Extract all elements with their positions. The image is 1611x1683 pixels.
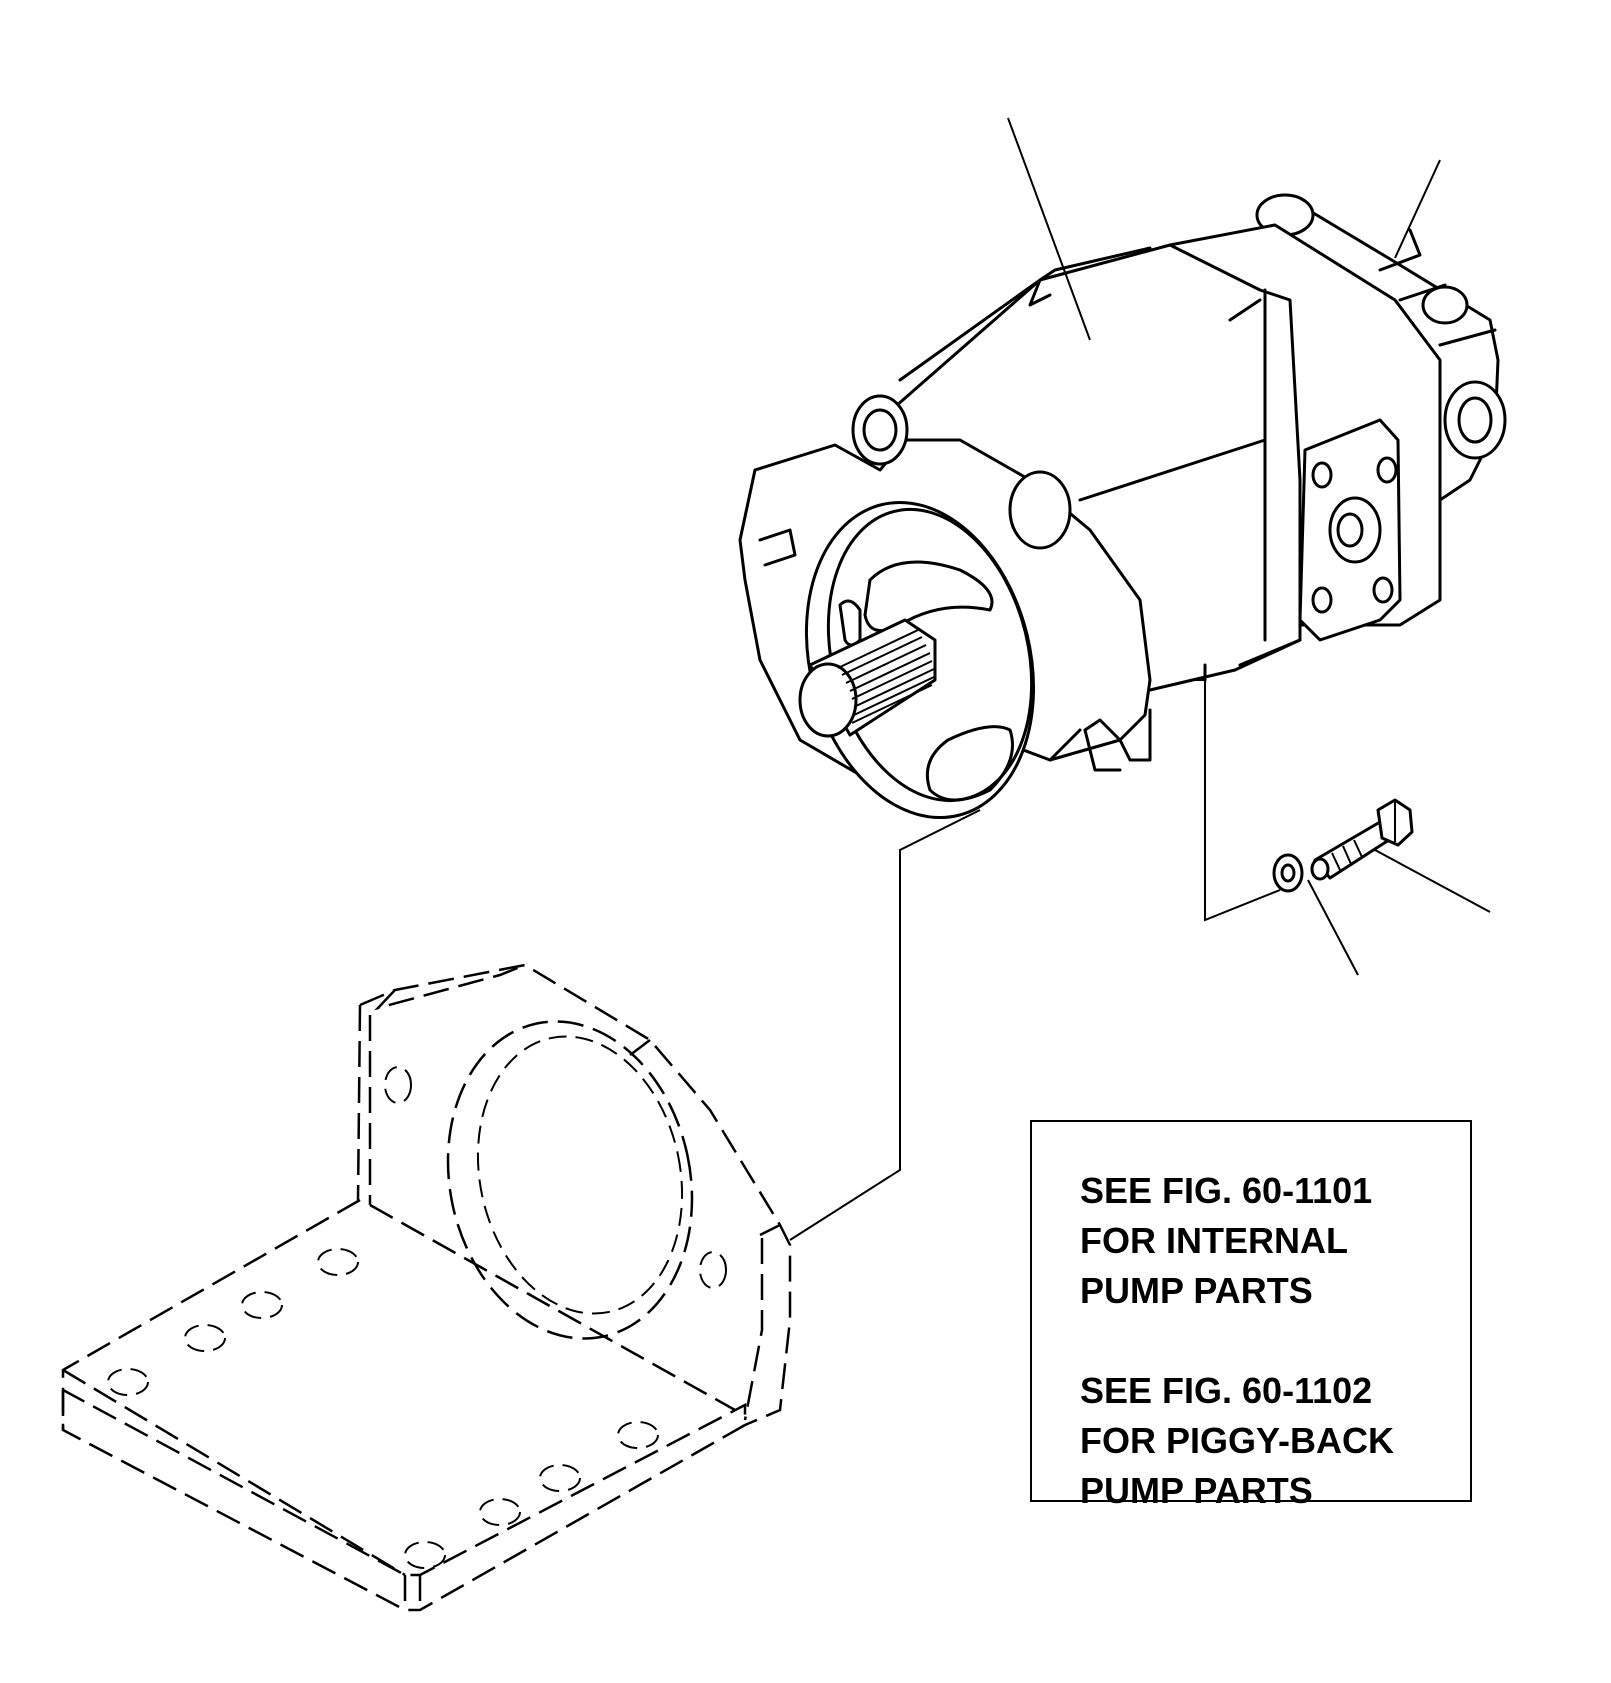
note-line-5: FOR PIGGY-BACK [1080, 1420, 1395, 1461]
note-line-6: PUMP PARTS [1080, 1470, 1313, 1511]
note-line-3: PUMP PARTS [1080, 1270, 1313, 1311]
pump-main-housing [878, 243, 1302, 702]
main-pump-assembly [738, 193, 1507, 820]
leader-lines [1007, 117, 1491, 976]
lock-washer [1272, 853, 1304, 893]
note-line-2: FOR INTERNAL [1080, 1220, 1348, 1261]
hex-bolt [1310, 798, 1414, 881]
pump-drive-shaft [798, 618, 937, 738]
mounting-bracket [61, 963, 792, 1612]
note-line-1: SEE FIG. 60-1101 [1080, 1170, 1373, 1211]
reference-note-box: SEE FIG. 60-1101 FOR INTERNAL PUMP PARTS… [1030, 1120, 1472, 1511]
assembly-guide-lines [789, 679, 1281, 1241]
note-line-4: SEE FIG. 60-1102 [1080, 1370, 1373, 1411]
